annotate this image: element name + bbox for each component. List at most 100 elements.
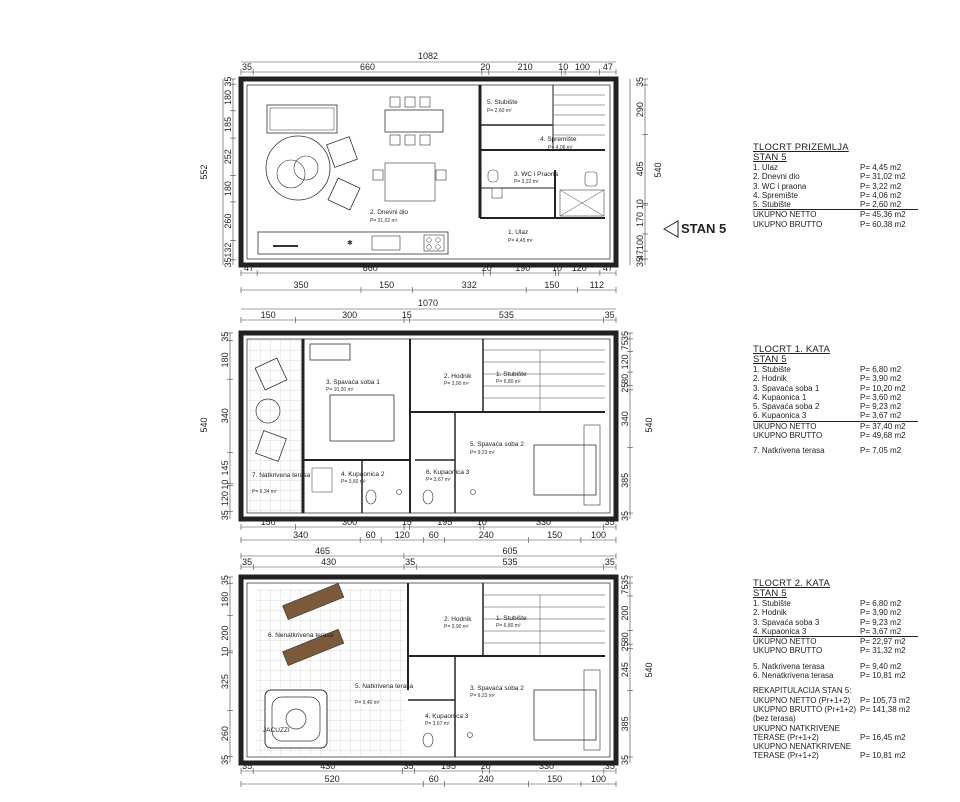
dim-value: 35 — [242, 761, 252, 771]
dim-total-width-1: 1070 — [418, 298, 438, 308]
dim-value: 10 — [558, 62, 568, 72]
dim-value: 25 — [620, 641, 630, 651]
room-second-3: 3. Spavaća soba 2 — [470, 685, 524, 692]
legend-area: P= 6,80 m2 — [860, 365, 902, 374]
legend-area: P= 3,60 m2 — [860, 392, 902, 402]
dim-value: 120 — [220, 491, 230, 506]
dim-right-total-second: 540 — [644, 662, 654, 677]
dim-value: 195 — [441, 761, 456, 771]
room-second-2: 2. Hodnik — [444, 616, 472, 623]
legend-room: UKUPNO NETTO — [753, 421, 817, 431]
legend-area: P= 6,80 m2 — [860, 599, 902, 608]
legend-area: P= 45,36 m2 — [860, 210, 906, 220]
legend-room: UKUPNO BRUTTO (Pr+1+2) — [753, 704, 856, 714]
dim-value: 325 — [220, 674, 230, 689]
legend-room: 1. Stubište — [753, 365, 791, 374]
dim-value: 350 — [293, 280, 308, 290]
dim-value: 60 — [429, 774, 439, 784]
dim-value: 35 — [605, 557, 615, 567]
room-second-1-area: P= 6,80 m² — [496, 623, 521, 629]
room-ground-1: 1. Ulaz — [508, 229, 528, 236]
dim-value: 340 — [293, 530, 308, 540]
legend-room: 3. WC i praona — [753, 181, 807, 191]
legend-area: P= 31,32 m2 — [860, 646, 906, 656]
room-first-5: 5. Spavaća soba 2 — [470, 441, 524, 448]
recap-extra-2a: UKUPNO NENATKRIVENE — [753, 742, 852, 752]
legend-area: P= 49,68 m2 — [860, 431, 906, 441]
legend-room: 5. Spavaća soba 2 — [753, 402, 820, 412]
room-second-5-area: P= 9,40 m² — [355, 700, 380, 706]
dim-value: 300 — [342, 517, 357, 527]
dim-value: 25 — [620, 383, 630, 393]
room-first-5-area: P= 9,23 m² — [470, 450, 495, 456]
dim-value: 240 — [479, 530, 494, 540]
dim-value: 170 — [635, 212, 645, 227]
dim-value: 35 — [605, 517, 615, 527]
stan-label-text: STAN 5 — [681, 221, 727, 236]
dim-value: 150 — [547, 774, 562, 784]
legend-area: P= 10,81 m2 — [860, 671, 906, 681]
dim-value: 35 — [620, 511, 630, 521]
room-ground-4-area: P= 4,06 m² — [548, 145, 573, 151]
dim-value: 535 — [499, 310, 514, 320]
dim-value: 35 — [635, 257, 645, 267]
dim-value: 100 — [575, 62, 590, 72]
legend-ground-title: TLOCRT PRIZEMLJA — [753, 142, 849, 153]
dim-value: 605 — [502, 546, 517, 556]
legend-extra-row: 6. Nenatkrivena terasa P= 10,81 m2 — [753, 671, 918, 680]
dim-value: 20 — [482, 263, 492, 273]
legend-area: P= 105,73 m2 — [860, 695, 911, 705]
legend-area: P= 31,02 m2 — [860, 172, 906, 182]
legend-area: P= 3,90 m2 — [860, 608, 902, 618]
legend-area: P= 9,40 m2 — [860, 661, 902, 671]
dim-total-width: 1082 — [418, 51, 438, 61]
stan-label: STAN 5 — [681, 221, 726, 236]
dim-value: 35 — [605, 761, 615, 771]
legend-area: P= 4,06 m2 — [860, 190, 902, 200]
legend-area: P= 7,05 m2 — [860, 446, 902, 456]
dim-value: 35 — [605, 310, 615, 320]
room-ground-2: 2. Dnevni dio — [370, 209, 408, 216]
dim-value: 240 — [479, 774, 494, 784]
room-first-1-area: P= 6,80 m² — [496, 379, 521, 385]
recap-extra-2v: P= 10,81 m2 — [860, 751, 906, 761]
room-ground-1-area: P= 4,45 m² — [508, 238, 533, 244]
legend-area: P= 3,67 m2 — [860, 411, 902, 421]
dim-value: 660 — [363, 263, 378, 273]
jacuzzi-label: JACUZZI — [263, 727, 290, 734]
legend-room: 6. Nenatkrivena terasa — [753, 671, 834, 681]
dim-value: 430 — [321, 557, 336, 567]
room-second-4-area: P= 3,67 m² — [425, 721, 450, 727]
dim-value: 15 — [402, 310, 412, 320]
dim-value: 180 — [223, 90, 233, 105]
dim-value: 15 — [402, 517, 412, 527]
dim-value: 47 — [244, 263, 254, 273]
legend-room: 4. Kupaonica 3 — [753, 626, 807, 636]
dim-value: 35 — [220, 332, 230, 342]
dim-value: 150 — [544, 280, 559, 290]
dim-value: 535 — [502, 557, 517, 567]
dim-value: 80 — [620, 374, 630, 384]
room-ground-3-area: P= 3,22 m² — [514, 179, 539, 185]
dim-value: 200 — [620, 606, 630, 621]
recap-extra-1a: UKUPNO NATKRIVENE — [753, 723, 840, 733]
dim-left-total-first: 540 — [199, 417, 209, 432]
